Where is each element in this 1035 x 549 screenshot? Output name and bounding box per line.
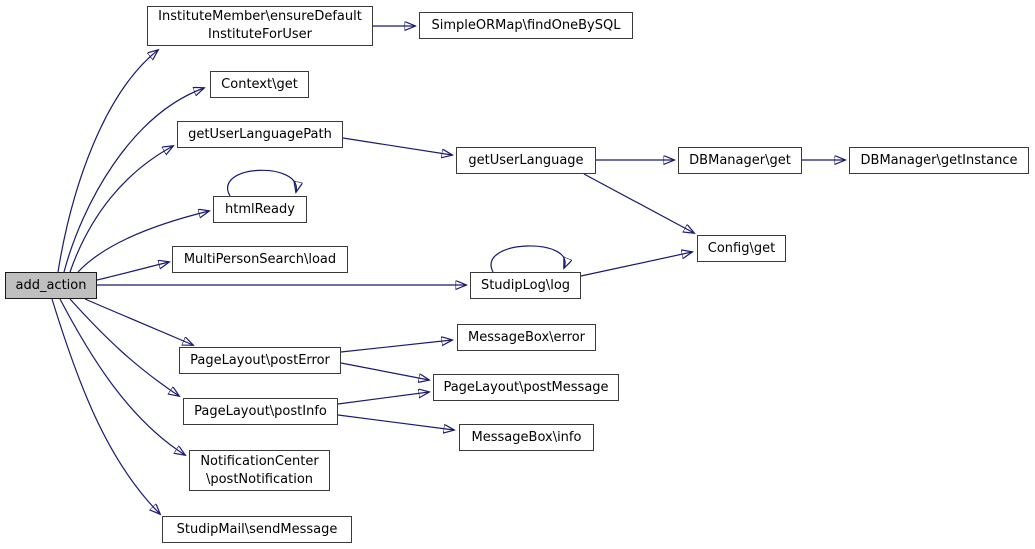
edge-studipLog-log-self-loop <box>490 245 565 273</box>
edge-postInfo-postMessage <box>337 392 429 405</box>
node-htmlready[interactable]: htmlReady <box>213 196 307 223</box>
edge-getUserLanguage-config-get <box>583 173 694 233</box>
edge-htmlReady-self-loop <box>227 169 297 197</box>
node-dbmanager-get[interactable]: DBManager\get <box>678 147 802 174</box>
edge-postInfo-messageBox-info <box>337 414 454 430</box>
edge-add_action-context-get <box>63 88 204 273</box>
edge-studipLog-log-config-get <box>580 252 692 277</box>
node-multipersonsearch-load[interactable]: MultiPersonSearch\load <box>172 246 348 273</box>
node-pagelayout-posterror[interactable]: PageLayout\postError <box>179 347 341 374</box>
node-pagelayout-postinfo[interactable]: PageLayout\postInfo <box>183 398 338 425</box>
edge-add_action-multiPersonSearch-load <box>96 262 169 281</box>
node-context-get[interactable]: Context\get <box>210 71 309 98</box>
edge-add_action-notificationCenter <box>59 298 185 455</box>
node-simpleormap-findonebysql[interactable]: SimpleORMap\findOneBySQL <box>419 12 633 39</box>
node-institutemember-ensuredefaultinstituteforuser[interactable]: InstituteMember\ensureDefault InstituteF… <box>147 6 373 46</box>
node-getuserlanguagepath[interactable]: getUserLanguagePath <box>177 121 343 148</box>
node-dbmanager-getinstance[interactable]: DBManager\getInstance <box>849 147 1029 174</box>
node-config-get[interactable]: Config\get <box>697 235 786 262</box>
node-add-action: add_action <box>5 272 97 299</box>
edge-postError-postMessage <box>340 362 429 380</box>
node-studipmail-sendmessage[interactable]: StudipMail\sendMessage <box>162 516 352 543</box>
edge-add_action-instituteMember <box>57 50 158 273</box>
node-studiplog-log[interactable]: StudipLog\log <box>470 272 581 299</box>
node-notificationcenter-postnotification[interactable]: NotificationCenter \postNotification <box>189 450 330 491</box>
edge-add_action-htmlReady <box>77 211 209 273</box>
edge-add_action-pageLayout-postInfo <box>69 298 179 396</box>
edge-postError-messageBox-error <box>340 340 452 353</box>
edge-add_action-getUserLanguagePath <box>69 146 173 273</box>
edge-add_action-pageLayout-postError <box>84 298 193 345</box>
edge-add_action-studipMail-sendMessage <box>51 298 160 514</box>
node-getuserlanguage[interactable]: getUserLanguage <box>456 147 596 174</box>
edge-getUserLanguagePath-getUserLanguage <box>342 137 452 155</box>
node-pagelayout-postmessage[interactable]: PageLayout\postMessage <box>433 374 619 401</box>
node-messagebox-error[interactable]: MessageBox\error <box>457 324 596 351</box>
node-messagebox-info[interactable]: MessageBox\info <box>459 424 594 451</box>
